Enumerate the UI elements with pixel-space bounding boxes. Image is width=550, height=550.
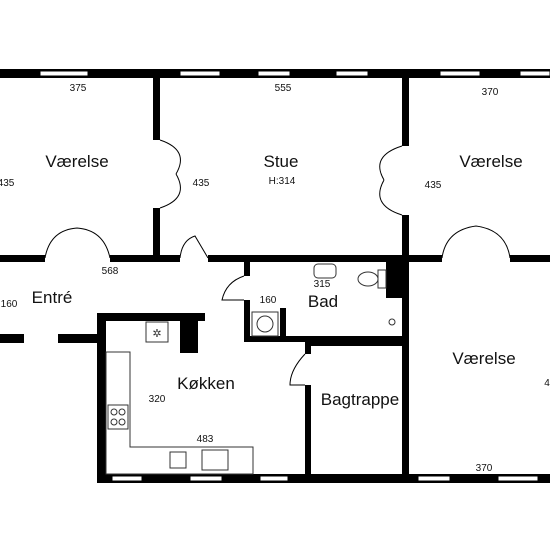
door-bagtrappe [289, 353, 306, 386]
wall-bagtrappe-top [311, 340, 406, 346]
kitchen-sink-icon [201, 449, 229, 471]
window-bottom-1 [111, 475, 143, 482]
doors [44, 139, 511, 386]
dim-bottom-right: 370 [476, 463, 493, 474]
dim-stue-depth: 435 [193, 178, 210, 189]
wall-vaerelse-stue-lower [153, 208, 160, 258]
bad-right-wall [386, 258, 404, 298]
fan-glyph-icon: ✲ [152, 328, 161, 340]
toilet-tank-icon [377, 269, 387, 289]
windows [39, 70, 550, 482]
kitchen-tap-icon [169, 451, 187, 469]
dim-right-room-depth: 435 [425, 180, 442, 191]
wall-bagtrappe-vaerelse [402, 258, 409, 480]
window-bottom-2 [189, 475, 223, 482]
wall-kitchen-bagtrappe-lower [305, 385, 311, 480]
ceiling-height-label: H:314 [269, 176, 296, 187]
room-label-bad: Bad [308, 292, 338, 311]
window-top-5 [439, 70, 481, 77]
dim-entre-depth: 160 [1, 299, 18, 310]
wall-stue-vaerelse-lower [402, 215, 409, 259]
kitchen-counter [105, 351, 254, 475]
window-top-4 [335, 70, 369, 77]
entry-wall-stub-right [58, 334, 106, 343]
door-stue-vaerelse [379, 145, 403, 216]
burner-3-icon [110, 418, 118, 426]
wall-row-far-right [510, 255, 550, 262]
wall-row-mid [208, 255, 408, 262]
entry-wall-stub-left [0, 334, 24, 343]
room-label-bagtrappe: Bagtrappe [321, 390, 399, 409]
bathroom-sink-icon [313, 263, 337, 279]
bottom-exterior-wall [97, 474, 550, 483]
room-label-stue: Stue [264, 152, 299, 171]
dimension-labels: 375 555 370 435 435 435 568 160 315 160 … [0, 83, 550, 474]
door-bad [221, 275, 245, 301]
stove-icon [107, 404, 129, 430]
wall-row-left2 [110, 255, 180, 262]
kitchen-top-wall [97, 313, 205, 321]
door-vaerelse-entre [44, 227, 111, 259]
shower-drain-icon [388, 318, 396, 326]
room-labels: Værelse Stue H:314 Værelse Entré Bad Køk… [32, 152, 523, 409]
door-vaerelse-stue [159, 139, 181, 209]
window-top-2 [179, 70, 221, 77]
door-stue-entre [179, 235, 209, 259]
bad-bottom-wall [244, 336, 404, 342]
window-bottom-3 [259, 475, 289, 482]
kitchen-left-wall [97, 314, 106, 483]
washing-machine-drum-icon [256, 315, 274, 333]
dim-kitchen-depth: 320 [149, 394, 166, 405]
window-bottom-5 [497, 475, 539, 482]
dim-top-left: 375 [70, 83, 87, 94]
burner-1-icon [110, 408, 118, 416]
bad-left-wall-lower [244, 300, 250, 340]
dim-bad-depth: 160 [260, 295, 277, 306]
wall-vaerelse-stue-upper [153, 78, 160, 140]
window-top-6 [519, 70, 550, 77]
dim-right-edge: 4 [544, 378, 550, 389]
dim-top-mid: 555 [275, 83, 292, 94]
room-label-vaerelse-se: Værelse [452, 349, 515, 368]
dim-top-right: 370 [482, 87, 499, 98]
window-top-3 [257, 70, 291, 77]
burner-2-icon [118, 408, 126, 416]
window-bottom-4 [417, 475, 451, 482]
dim-left-room-depth: 435 [0, 178, 15, 189]
room-label-vaerelse-nw: Værelse [45, 152, 108, 171]
room-label-vaerelse-ne: Værelse [459, 152, 522, 171]
window-top-1 [39, 70, 89, 77]
wall-kitchen-bagtrappe-upper [305, 340, 311, 354]
burner-4-icon [118, 418, 126, 426]
dim-kitchen-width: 483 [197, 434, 214, 445]
dim-bad-width: 315 [314, 279, 331, 290]
room-label-entre: Entré [32, 288, 73, 307]
walls [0, 69, 550, 483]
wall-row-left [0, 255, 45, 262]
wall-stue-vaerelse-upper [402, 78, 409, 146]
door-vaerelse-ne-entre [441, 225, 511, 259]
bad-inner-partition [280, 308, 286, 340]
room-label-koekken: Køkken [177, 374, 235, 393]
dim-entre-width: 568 [102, 266, 119, 277]
toilet-bowl-icon [357, 271, 379, 287]
kitchen-column [180, 313, 198, 353]
bad-left-wall-upper [244, 262, 250, 276]
extractor-fan-icon [145, 321, 169, 343]
wall-row-right [402, 255, 442, 262]
fixtures: ✲ [105, 263, 396, 475]
